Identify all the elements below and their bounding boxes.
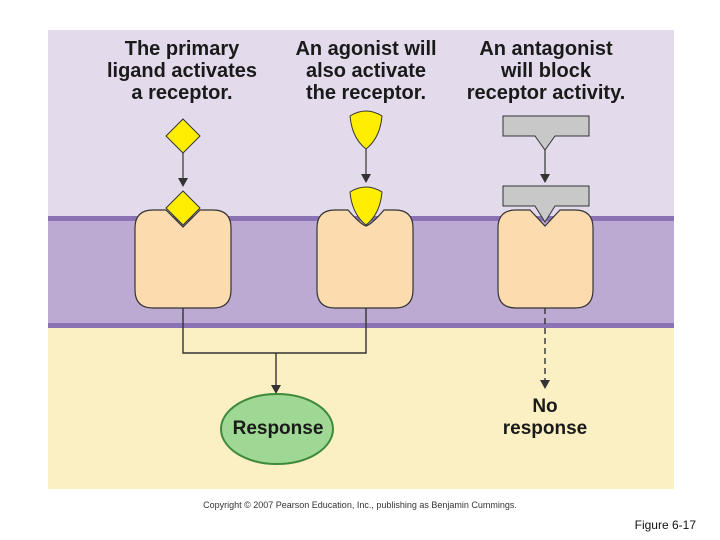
response-label: Response [232, 418, 324, 439]
agonist-heading: An agonist will also activate the recept… [295, 38, 437, 104]
arrow-head [178, 178, 188, 187]
arrow-head [540, 174, 550, 183]
bound-primary-ligand [165, 190, 201, 226]
receptor [134, 209, 232, 309]
cytoplasm-region [48, 328, 674, 489]
figure-label: Figure 6-17 [634, 518, 696, 532]
copyright-notice: Copyright © 2007 Pearson Education, Inc.… [203, 500, 517, 510]
arrow-head [271, 385, 281, 394]
response-ellipse [220, 393, 334, 465]
antagonist-heading: An antagonist will block receptor activi… [466, 38, 626, 104]
receptor [316, 209, 414, 309]
receptor-ligand-diagram: The primary ligand activates a receptor.… [48, 30, 674, 489]
arrow-head [540, 380, 550, 389]
arrow-head [361, 174, 371, 183]
agonist [349, 110, 383, 150]
receptor [497, 209, 594, 309]
bound-agonist [349, 186, 383, 226]
signal-path [182, 308, 367, 354]
no-response-label: No response [502, 396, 588, 439]
antagonist [502, 115, 590, 151]
diagram-canvas [48, 30, 674, 489]
primary-ligand-heading: The primary ligand activates a receptor. [106, 38, 258, 104]
membrane-inner-edge [48, 323, 674, 328]
bound-antagonist [502, 185, 590, 223]
